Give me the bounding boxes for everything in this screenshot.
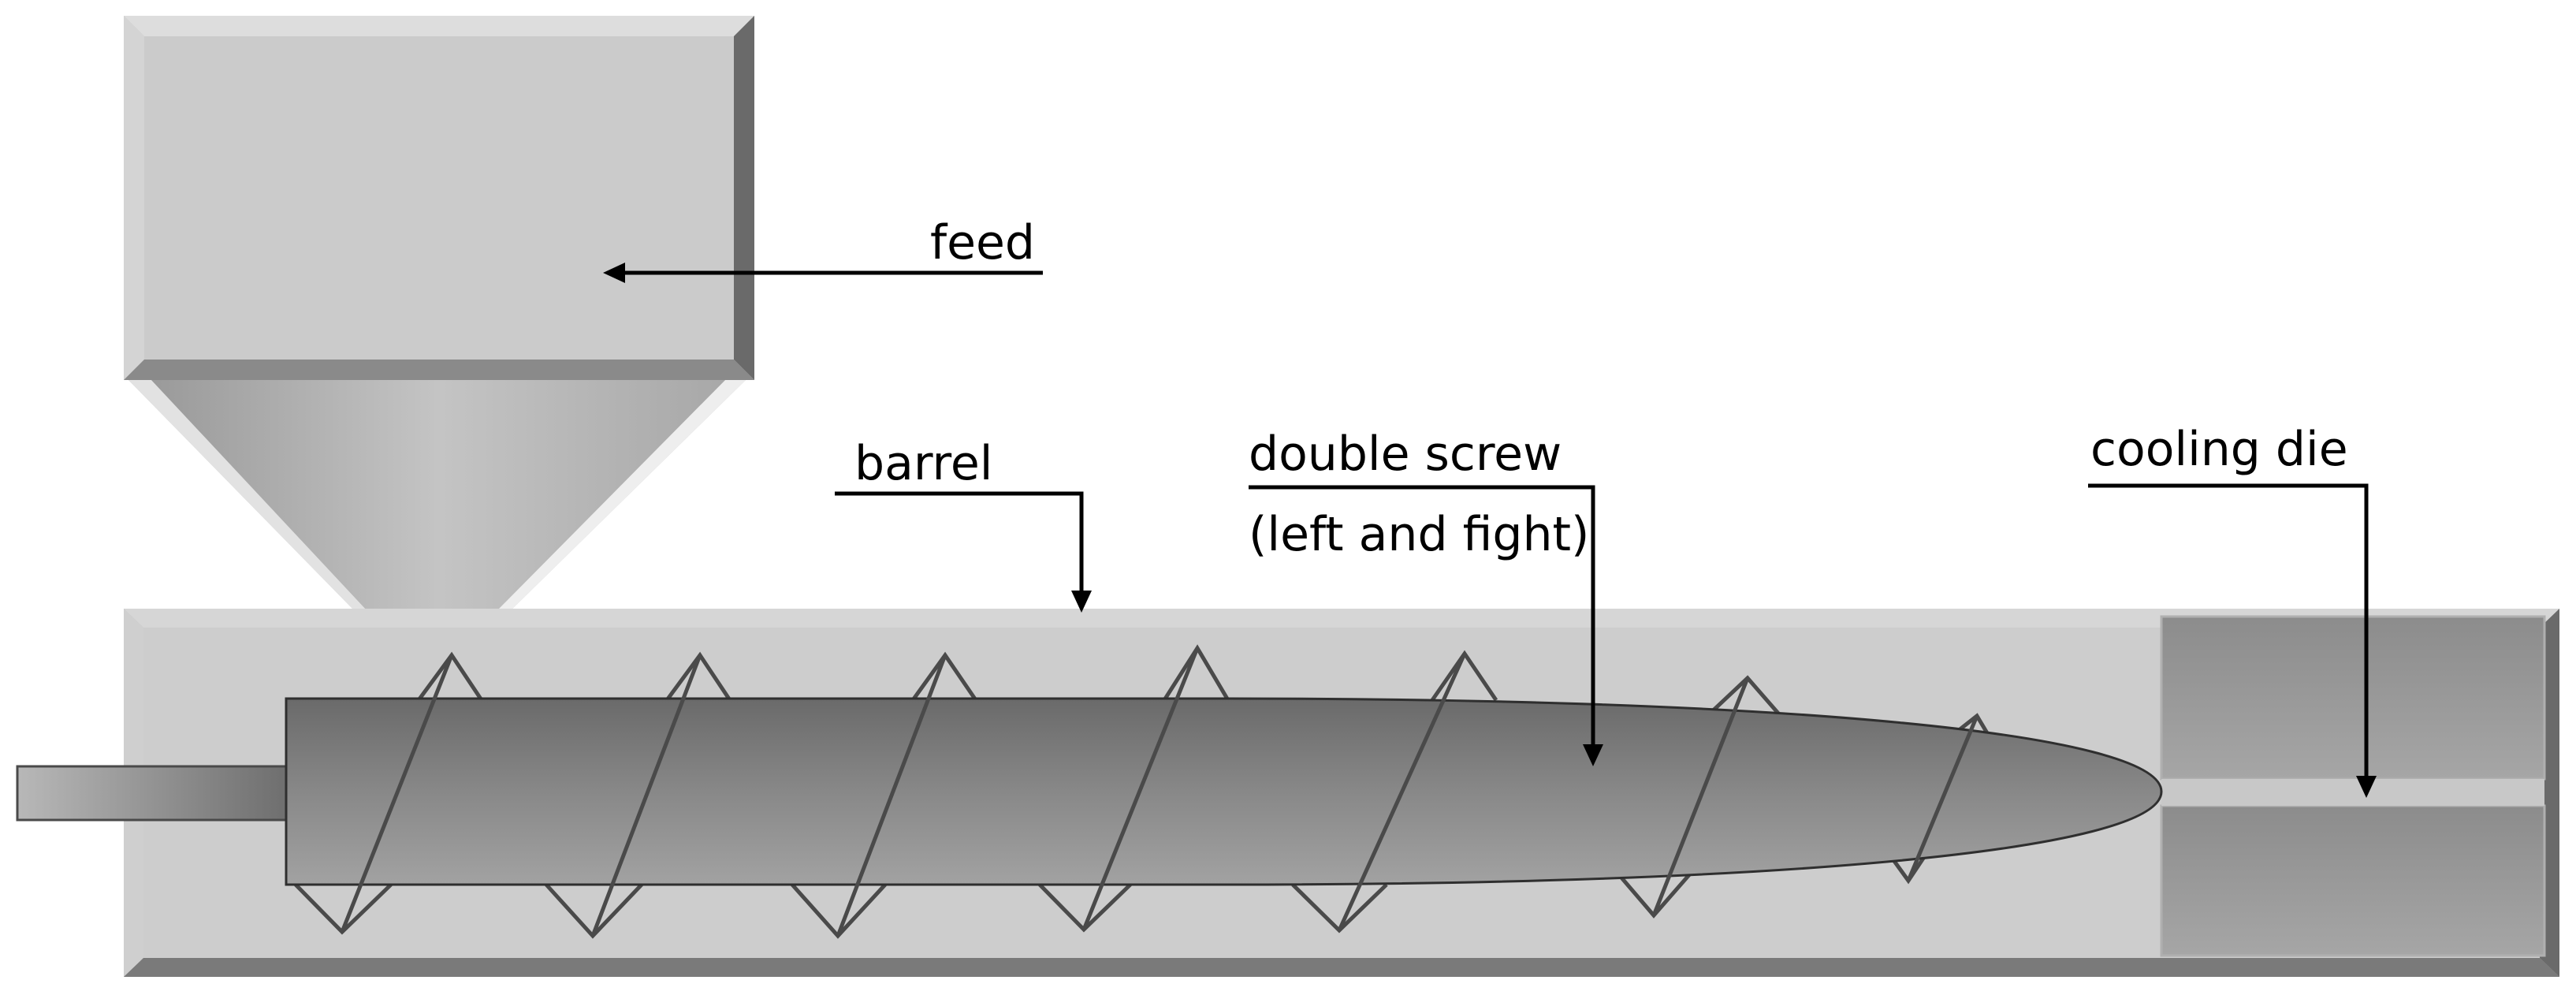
barrel-callout: barrel [835, 436, 1092, 613]
cooling-die-channel [2161, 779, 2544, 806]
screw-flights-front [340, 647, 1979, 937]
cooling-die-upper [2160, 615, 2546, 781]
cooling-die-lower [2160, 804, 2546, 957]
cooling-die-callout: cooling die [2088, 422, 2377, 798]
cooling-die [2160, 615, 2546, 957]
double-screw-label-line1: double screw [1249, 427, 1562, 482]
feed-label: feed [930, 215, 1035, 270]
feed-callout: feed [603, 215, 1043, 283]
drive-shaft [16, 765, 290, 822]
hopper-funnel [128, 380, 746, 613]
double-screw-label-line2: (left and fight) [1249, 507, 1589, 562]
hopper [124, 16, 754, 380]
cooling-die-label: cooling die [2090, 422, 2348, 477]
double-screw-callout: double screw (left and fight) [1249, 427, 1603, 766]
barrel-label: barrel [854, 436, 992, 491]
screw-body [285, 697, 2163, 886]
